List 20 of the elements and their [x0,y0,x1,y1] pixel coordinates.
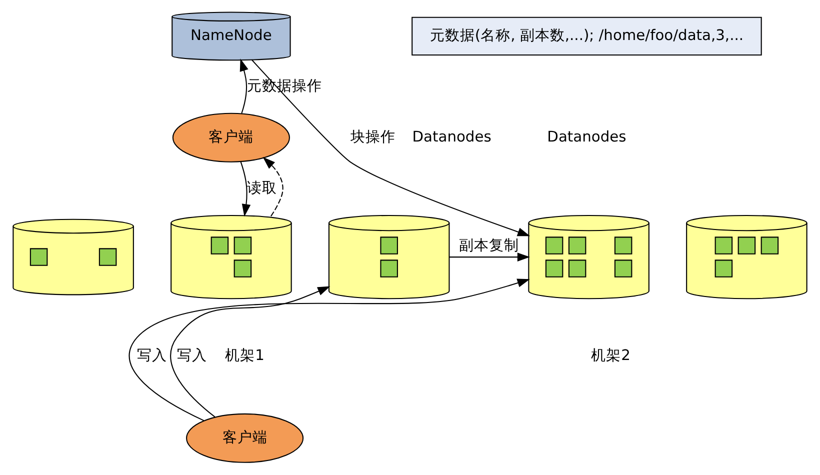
arrow [449,252,530,262]
node-ellipse: 客户端 [172,112,290,162]
arrow [129,278,530,422]
label: 机架1 [225,347,264,364]
label: 机架2 [591,347,630,364]
node-ellipse: 客户端 [186,413,304,463]
arrow [262,157,284,216]
edge-label: 元数据操作 [247,77,322,94]
arrow [240,162,251,217]
edge-label: 写入 [176,347,207,364]
label: Datanodes [412,128,492,146]
arrow [252,60,530,236]
arrow [170,286,330,418]
label: Datanodes [547,128,626,146]
edge-label: 副本复制 [458,236,519,254]
edge-label: 块操作 [350,128,396,146]
edge-label: 读取 [247,180,278,197]
node-box: 元数据(名称, 副本数,...); /home/foo/data,3,... [412,16,762,56]
edge-label: 写入 [137,347,168,364]
arrow [240,58,248,114]
